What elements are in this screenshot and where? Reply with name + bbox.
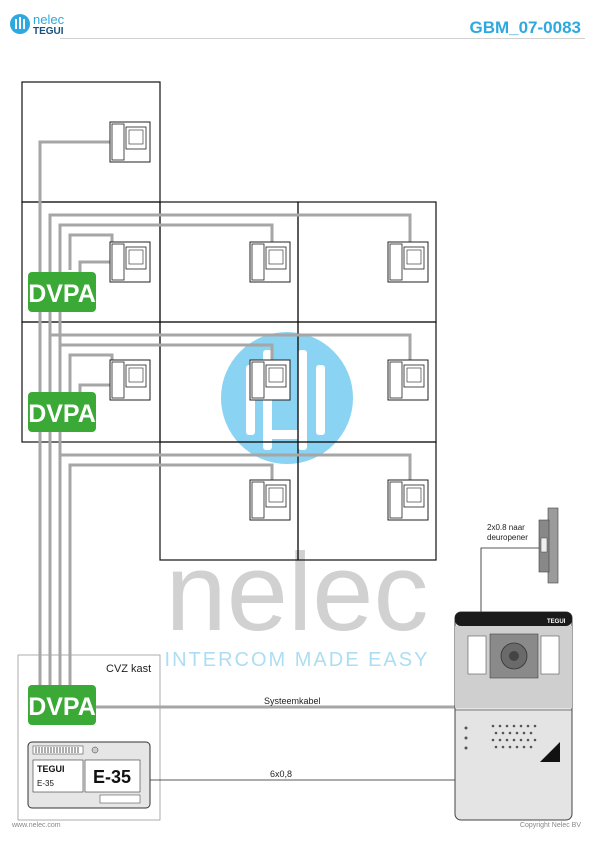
monitor-5: [109, 359, 151, 401]
watermark: nelec INTERCOM MADE EASY: [165, 332, 430, 671]
nelec-logo-icon: [10, 14, 30, 34]
monitor-2: [109, 241, 151, 283]
monitor-4: [387, 241, 429, 283]
watermark-tagline: INTERCOM MADE EASY: [165, 649, 430, 671]
logo: [10, 12, 30, 36]
watermark-word: nelec: [166, 531, 429, 654]
building-floors: [21, 81, 437, 561]
door-opener-label-1: 2x0.8 naar: [487, 523, 525, 532]
door-opener-label-2: deuropener: [487, 533, 528, 542]
dvpa-label-3: DVPA: [28, 693, 96, 721]
monitor-7: [387, 359, 429, 401]
dvpa-distributors: DVPA DVPA DVPA: [28, 272, 96, 725]
dvpa-label-1: DVPA: [28, 280, 96, 308]
dvpa-label-2: DVPA: [28, 400, 96, 428]
door-station-panel: TEGUI: [454, 611, 573, 821]
document-code: GBM_07-0083: [469, 18, 581, 37]
door-opener: [538, 507, 559, 584]
cvz-cabinet: [17, 654, 161, 821]
systeemkabel-label: Systeemkabel: [264, 696, 321, 706]
header-rule: [60, 38, 585, 39]
brand-name: nelec: [33, 12, 65, 27]
psu-model: E-35: [93, 767, 131, 787]
monitor-6: [249, 359, 291, 401]
panel-brand: TEGUI: [547, 619, 566, 625]
footer-copyright: Copyright Nelec BV: [519, 822, 581, 829]
cable-label: 6x0,8: [270, 769, 292, 779]
speaker-grille-icon: [464, 724, 537, 750]
psu-small-model: E-35: [37, 779, 54, 788]
monitor-1: [109, 121, 151, 163]
cvz-label: CVZ kast: [106, 663, 151, 675]
power-supply-e35: TEGUI E-35 E-35: [27, 741, 151, 809]
footer-website: www.nelec.com: [12, 822, 61, 829]
monitor-3: [249, 241, 291, 283]
brand-sub: TEGUI: [33, 26, 64, 37]
monitor-8: [249, 479, 291, 521]
psu-brand: TEGUI: [37, 764, 65, 774]
black-cables: [150, 547, 540, 781]
monitor-9: [387, 479, 429, 521]
